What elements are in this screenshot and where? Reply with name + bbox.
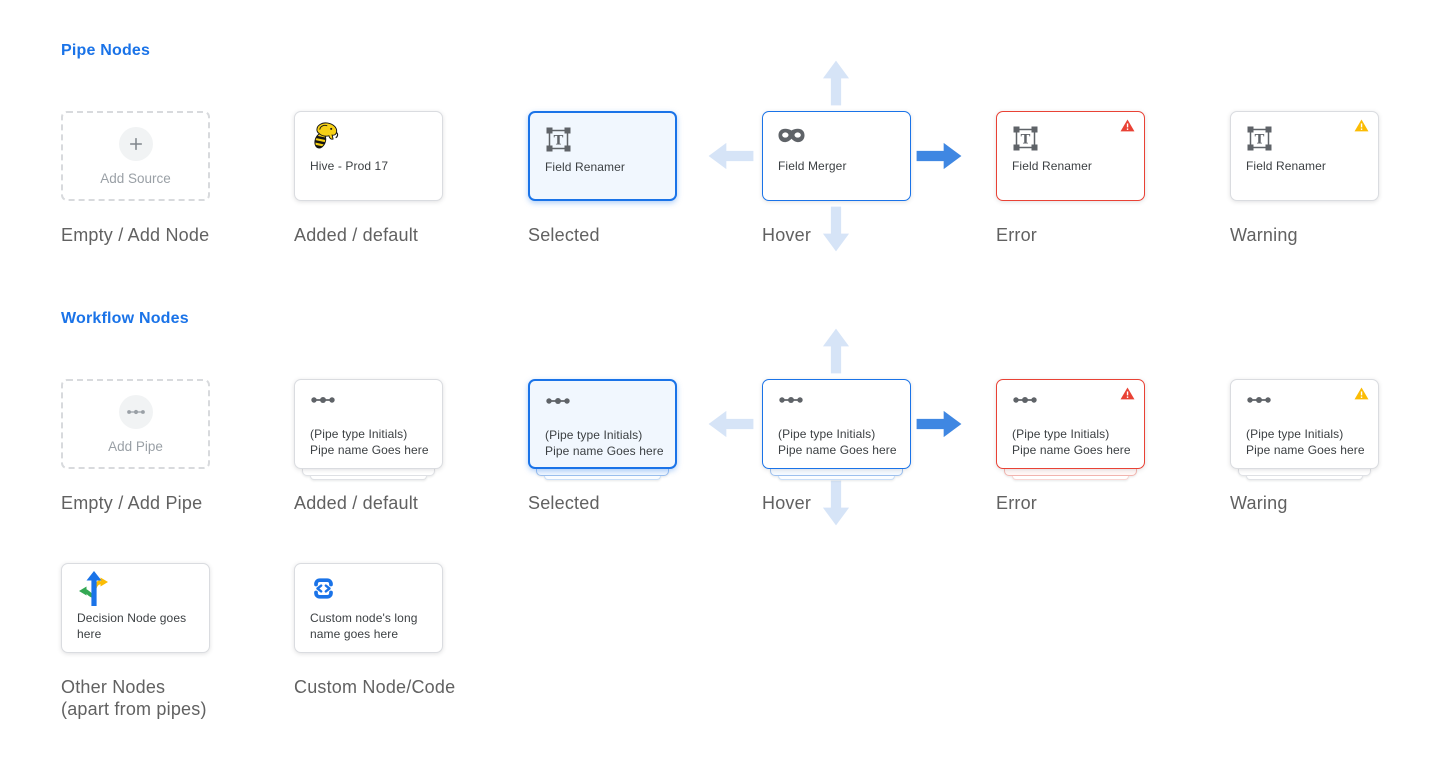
hover-arrow-up-icon: [822, 328, 850, 374]
field-renamer-icon: T: [1246, 125, 1273, 152]
add-source-label: Add Source: [100, 170, 171, 186]
stacked-sheet: [1004, 469, 1137, 476]
custom-code-node[interactable]: Custom node's long name goes here: [294, 563, 443, 653]
stacked-sheet: [310, 476, 427, 480]
add-pipe-label: Add Pipe: [108, 438, 163, 454]
state-label-empty-add-node: Empty / Add Node: [61, 225, 210, 245]
workflow-node-error[interactable]: (Pipe type Initials) Pipe name Goes here: [996, 379, 1145, 480]
node-title: Field Renamer: [545, 160, 625, 174]
plus-icon: [118, 126, 153, 161]
pipe-node-warning[interactable]: T Field Renamer: [1230, 111, 1379, 201]
workflow-node-selected[interactable]: (Pipe type Initials) Pipe name Goes here: [528, 379, 677, 480]
pipe-icon: [310, 395, 336, 405]
stacked-sheet: [1246, 476, 1363, 480]
workflow-node-default[interactable]: (Pipe type Initials) Pipe name Goes here: [294, 379, 443, 480]
state-label-wf-warning: Waring: [1230, 493, 1288, 513]
pipe-icon: [1246, 395, 1272, 405]
hive-icon: [310, 121, 340, 151]
error-badge-icon: [1120, 119, 1135, 132]
stacked-sheet: [536, 469, 669, 476]
hover-arrow-down-icon: [822, 480, 850, 526]
workflow-nodes-heading: Workflow Nodes: [61, 310, 189, 327]
error-badge-icon: [1120, 387, 1135, 400]
stacked-sheet: [544, 476, 661, 480]
field-merger-mask-icon: [778, 128, 805, 144]
node-title: Field Renamer: [1012, 159, 1092, 173]
svg-text:T: T: [554, 134, 564, 149]
pipe-node-empty[interactable]: Add Source: [61, 111, 210, 201]
node-title: (Pipe type Initials) Pipe name Goes here: [1246, 427, 1365, 457]
code-icon: [310, 575, 337, 602]
pipe-icon: [545, 396, 571, 406]
state-label-empty-add-pipe: Empty / Add Pipe: [61, 493, 203, 513]
field-renamer-icon: T: [545, 126, 572, 153]
pipe-node-error[interactable]: T Field Renamer: [996, 111, 1145, 201]
warning-badge-icon: [1354, 119, 1369, 132]
state-label-line1: Other Nodes: [61, 677, 166, 697]
node-title: (Pipe type Initials) Pipe name Goes here: [1012, 427, 1131, 457]
state-label-wf-selected: Selected: [528, 493, 600, 513]
state-label-wf-error: Error: [996, 493, 1037, 513]
node-title: (Pipe type Initials) Pipe name Goes here: [545, 428, 664, 458]
pipe-icon: [1012, 395, 1038, 405]
node-title: (Pipe type Initials) Pipe name Goes here: [310, 427, 429, 457]
stacked-sheet: [1012, 476, 1129, 480]
node-title: Decision Node goes here: [77, 611, 187, 641]
state-label-other-nodes: Other Nodes (apart from pipes): [61, 676, 207, 720]
svg-text:T: T: [1021, 133, 1031, 148]
pipe-nodes-heading: Pipe Nodes: [61, 42, 151, 59]
stacked-sheet: [770, 469, 903, 476]
hover-arrow-right-icon: [916, 410, 962, 438]
warning-badge-icon: [1354, 387, 1369, 400]
workflow-node-empty[interactable]: Add Pipe: [61, 379, 210, 469]
state-label-line2: (apart from pipes): [61, 699, 207, 719]
field-renamer-icon: T: [1012, 125, 1039, 152]
pipe-node-default[interactable]: Hive - Prod 17: [294, 111, 443, 201]
decision-node[interactable]: Decision Node goes here: [61, 563, 210, 653]
node-title: Field Renamer: [1246, 159, 1326, 173]
hover-arrow-down-icon: [822, 206, 850, 252]
pipe-icon: [778, 395, 804, 405]
state-label-wf-added-default: Added / default: [294, 493, 419, 513]
node-title: Hive - Prod 17: [310, 159, 389, 173]
node-title: Field Merger: [778, 159, 847, 173]
pipe-node-hover[interactable]: Field Merger: [762, 111, 911, 201]
stacked-sheet: [778, 476, 895, 480]
node-title: (Pipe type Initials) Pipe name Goes here: [778, 427, 897, 457]
svg-text:T: T: [1255, 133, 1265, 148]
state-label-added-default: Added / default: [294, 225, 419, 245]
workflow-node-warning[interactable]: (Pipe type Initials) Pipe name Goes here: [1230, 379, 1379, 480]
hover-arrow-left-icon: [708, 410, 754, 438]
hover-arrow-up-icon: [822, 60, 850, 106]
state-label-warning: Warning: [1230, 225, 1298, 245]
stacked-sheet: [1238, 469, 1371, 476]
state-label-custom-node: Custom Node/Code: [294, 677, 456, 697]
hover-arrow-left-icon: [708, 142, 754, 170]
decision-icon: [77, 571, 111, 607]
state-label-selected: Selected: [528, 225, 600, 245]
state-label-wf-hover: Hover: [762, 493, 812, 513]
stacked-sheet: [302, 469, 435, 476]
workflow-node-hover[interactable]: (Pipe type Initials) Pipe name Goes here: [762, 379, 911, 480]
hover-arrow-right-icon: [916, 142, 962, 170]
pipe-node-selected[interactable]: T Field Renamer: [528, 111, 677, 201]
node-title: Custom node's long name goes here: [310, 611, 418, 641]
pipe-icon: [118, 394, 153, 429]
state-label-error: Error: [996, 225, 1037, 245]
state-label-hover: Hover: [762, 225, 812, 245]
